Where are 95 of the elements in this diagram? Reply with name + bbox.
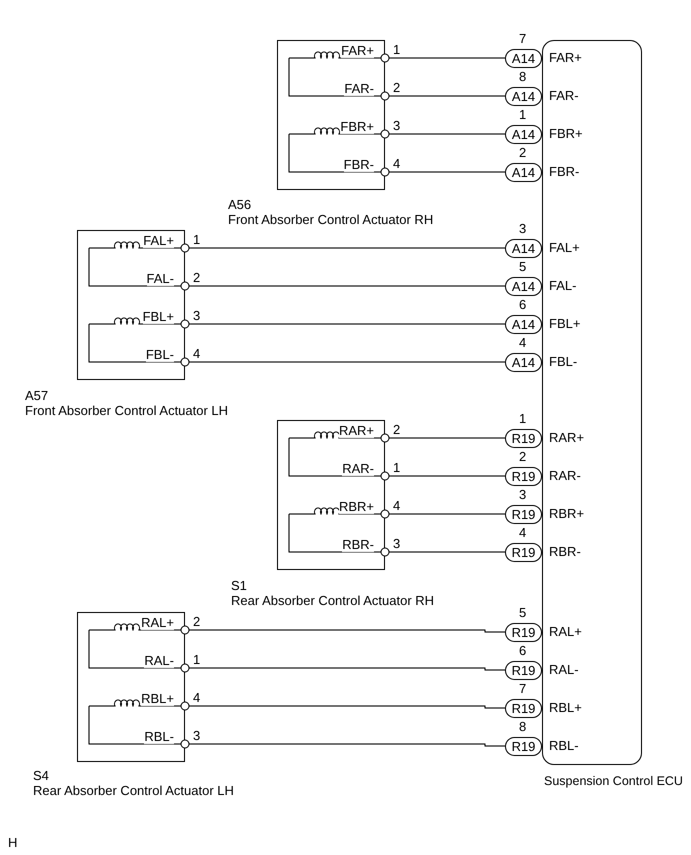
- pin-number: 1: [519, 108, 526, 122]
- connector-tag: R19: [505, 736, 542, 756]
- component-name: Front Absorber Control Actuator LH: [25, 404, 228, 418]
- pin-number: 3: [519, 488, 526, 502]
- connector-tag: A14: [505, 124, 542, 144]
- wire: [188, 630, 506, 632]
- pin-name: RBL+: [141, 692, 174, 706]
- pin-number: 3: [393, 119, 400, 133]
- wire: [188, 744, 506, 746]
- reference-mark: H: [8, 836, 18, 850]
- pin-number: 4: [193, 347, 200, 361]
- pin-number: 1: [393, 461, 400, 475]
- pin-name: FBR-: [549, 165, 580, 179]
- pin-number: 4: [519, 336, 526, 350]
- pin-name: FBR-: [344, 158, 374, 172]
- pin-number: 8: [519, 70, 526, 84]
- pin-number: 7: [519, 682, 526, 696]
- pin-number: 7: [519, 32, 526, 46]
- pin-number: 2: [393, 423, 400, 437]
- connector-tag: A14: [505, 48, 542, 68]
- pin-name: RAL+: [549, 625, 582, 639]
- connector-tag: R19: [505, 428, 542, 448]
- connector-tag: A14: [505, 314, 542, 334]
- wire: [188, 668, 506, 670]
- connector-code: S4: [33, 769, 49, 783]
- pin-number: 5: [519, 606, 526, 620]
- pin-number: 1: [519, 412, 526, 426]
- pin-name: FAR+: [341, 44, 374, 58]
- pin-name: RBL-: [144, 730, 174, 744]
- pin-name: FAR-: [344, 82, 374, 96]
- pin-name: RBR-: [549, 545, 581, 559]
- pin-name: RAL-: [144, 654, 174, 668]
- pin-number: 2: [193, 615, 200, 629]
- pin-number: 3: [519, 222, 526, 236]
- pin-number: 4: [393, 499, 400, 513]
- pin-name: FBL-: [146, 348, 174, 362]
- pin-name: FAL+: [143, 234, 174, 248]
- connector-tag: A14: [505, 352, 542, 372]
- pin-number: 3: [193, 309, 200, 323]
- connector-code: S1: [231, 579, 247, 593]
- pin-number: 6: [519, 644, 526, 658]
- component-name: Rear Absorber Control Actuator RH: [231, 594, 434, 608]
- pin-number: 6: [519, 298, 526, 312]
- connector-tag: A14: [505, 238, 542, 258]
- connector-tag: R19: [505, 542, 542, 562]
- pin-number: 8: [519, 720, 526, 734]
- pin-name: RAR+: [549, 431, 584, 445]
- pin-name: FBL+: [549, 317, 580, 331]
- component-name: Rear Absorber Control Actuator LH: [33, 784, 234, 798]
- pin-number: 5: [519, 260, 526, 274]
- pin-number: 1: [193, 653, 200, 667]
- pin-number: 2: [393, 81, 400, 95]
- pin-name: RBL+: [549, 701, 582, 715]
- pin-name: FBR+: [549, 127, 583, 141]
- pin-name: RBL-: [549, 739, 579, 753]
- ecu-box: [542, 40, 642, 765]
- pin-number: 2: [193, 271, 200, 285]
- pin-number: 4: [393, 157, 400, 171]
- pin-number: 3: [393, 537, 400, 551]
- connector-tag: R19: [505, 698, 542, 718]
- connector-tag: R19: [505, 466, 542, 486]
- pin-name: FBL-: [549, 355, 578, 369]
- pin-name: RBR+: [338, 500, 374, 514]
- pin-number: 1: [393, 43, 400, 57]
- connector-tag: R19: [505, 622, 542, 642]
- pin-name: FAR-: [549, 89, 579, 103]
- component-name: Front Absorber Control Actuator RH: [228, 213, 434, 227]
- pin-name: RBR+: [549, 507, 584, 521]
- connector-tag: A14: [505, 86, 542, 106]
- connector-code: A57: [25, 389, 48, 403]
- pin-number: 1: [193, 233, 200, 247]
- pin-number: 2: [519, 146, 526, 160]
- connector-tag: A14: [505, 276, 542, 296]
- pin-number: 2: [519, 450, 526, 464]
- pin-name: FBL+: [142, 310, 174, 324]
- pin-number: 4: [519, 526, 526, 540]
- pin-name: FAR+: [549, 51, 582, 65]
- pin-number: 4: [193, 691, 200, 705]
- pin-name: FAL-: [146, 272, 174, 286]
- component-name: Suspension Control ECU: [544, 774, 683, 788]
- connector-tag: A14: [505, 162, 542, 182]
- pin-name: RAL+: [141, 616, 174, 630]
- pin-name: FBR+: [340, 120, 374, 134]
- pin-name: RAR+: [338, 424, 374, 438]
- pin-name: FAL+: [549, 241, 580, 255]
- pin-name: RAR-: [549, 469, 581, 483]
- pin-name: RAR-: [342, 462, 374, 476]
- pin-name: RAL-: [549, 663, 579, 677]
- pin-number: 3: [193, 729, 200, 743]
- wire: [188, 706, 506, 708]
- connector-code: A56: [228, 198, 252, 212]
- pin-name: RBR-: [342, 538, 374, 552]
- connector-tag: R19: [505, 504, 542, 524]
- pin-name: FAL-: [549, 279, 576, 293]
- connector-tag: R19: [505, 660, 542, 680]
